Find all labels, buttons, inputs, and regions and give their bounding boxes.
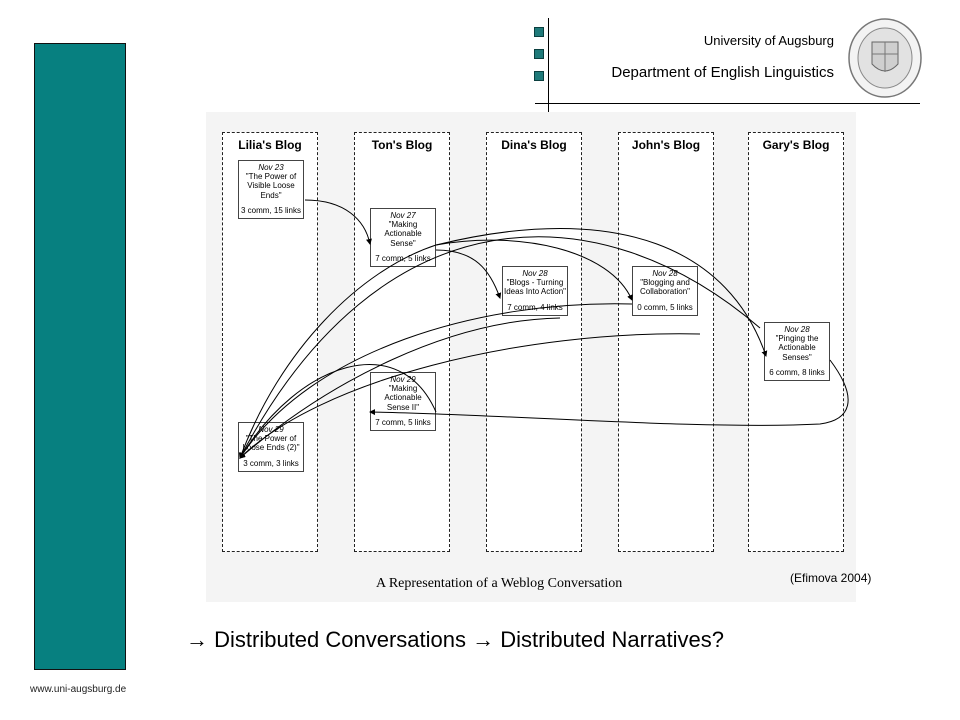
blog-title: Gary's Blog — [762, 138, 830, 152]
post-stats: 0 comm, 5 links — [637, 302, 693, 312]
post-stats: 3 comm, 15 links — [240, 205, 302, 215]
header-divider-horizontal — [535, 103, 920, 104]
post-date: Nov 28 — [784, 325, 810, 334]
post-title: "Making Actionable Sense" — [384, 220, 422, 248]
post-box: Nov 28 "Pinging the Actionable Senses" 6… — [764, 322, 830, 381]
post-box: Nov 27 "Making Actionable Sense" 7 comm,… — [370, 208, 436, 267]
footer-url: www.uni-augsburg.de — [30, 684, 127, 695]
post-box: Nov 29 "Making Actionable Sense II" 7 co… — [370, 372, 436, 431]
sidebar-accent-bar — [34, 43, 126, 670]
bullet-square-icon — [534, 49, 544, 59]
figure-citation: (Efimova 2004) — [790, 571, 872, 585]
blog-title: Lilia's Blog — [238, 138, 302, 152]
post-title: "Making Actionable Sense II" — [384, 384, 422, 412]
post-date: Nov 23 — [258, 163, 284, 172]
post-title: "Pinging the Actionable Senses" — [775, 334, 819, 362]
post-title: "Blogging and Collaboration" — [640, 278, 690, 297]
post-date: Nov 29 — [390, 375, 416, 384]
blog-title: Ton's Blog — [371, 138, 433, 152]
post-stats: 6 comm, 8 links — [769, 367, 825, 377]
post-box: Nov 23 "The Power of Visible Loose Ends"… — [238, 160, 304, 219]
blog-column — [618, 132, 714, 552]
blog-column — [354, 132, 450, 552]
post-date: Nov 28 — [652, 269, 678, 278]
university-name: University of Augsburg — [703, 33, 834, 48]
figure-caption: A Representation of a Weblog Conversatio… — [376, 576, 623, 591]
header-divider-vertical — [548, 18, 549, 118]
post-date: Nov 28 — [522, 269, 548, 278]
post-box: Nov 28 "Blogging and Collaboration" 0 co… — [632, 266, 698, 316]
post-stats: 7 comm, 4 links — [507, 302, 563, 312]
post-title: "The Power of Visible Loose Ends" — [245, 172, 297, 200]
post-box: Nov 29 "The Power of Loose Ends (2)" 3 c… — [238, 422, 304, 472]
post-date: Nov 29 — [258, 425, 284, 434]
post-title: "Blogs - Turning Ideas Into Action" — [504, 278, 566, 297]
blog-column — [486, 132, 582, 552]
university-seal-icon — [848, 18, 922, 98]
post-stats: 7 comm, 5 links — [375, 253, 431, 263]
post-title: "The Power of Loose Ends (2)" — [242, 434, 300, 453]
bullet-square-icon — [534, 27, 544, 37]
blog-title: Dina's Blog — [501, 138, 567, 152]
bullet-square-icon — [534, 71, 544, 81]
department-name: Department of English Linguistics — [611, 64, 834, 81]
post-stats: 3 comm, 3 links — [243, 458, 299, 468]
blog-title: John's Blog — [631, 138, 701, 152]
conclusion-text: → Distributed Conversations → Distribute… — [186, 627, 724, 652]
post-stats: 7 comm, 5 links — [375, 417, 431, 427]
post-box: Nov 28 "Blogs - Turning Ideas Into Actio… — [502, 266, 568, 316]
post-date: Nov 27 — [390, 211, 416, 220]
